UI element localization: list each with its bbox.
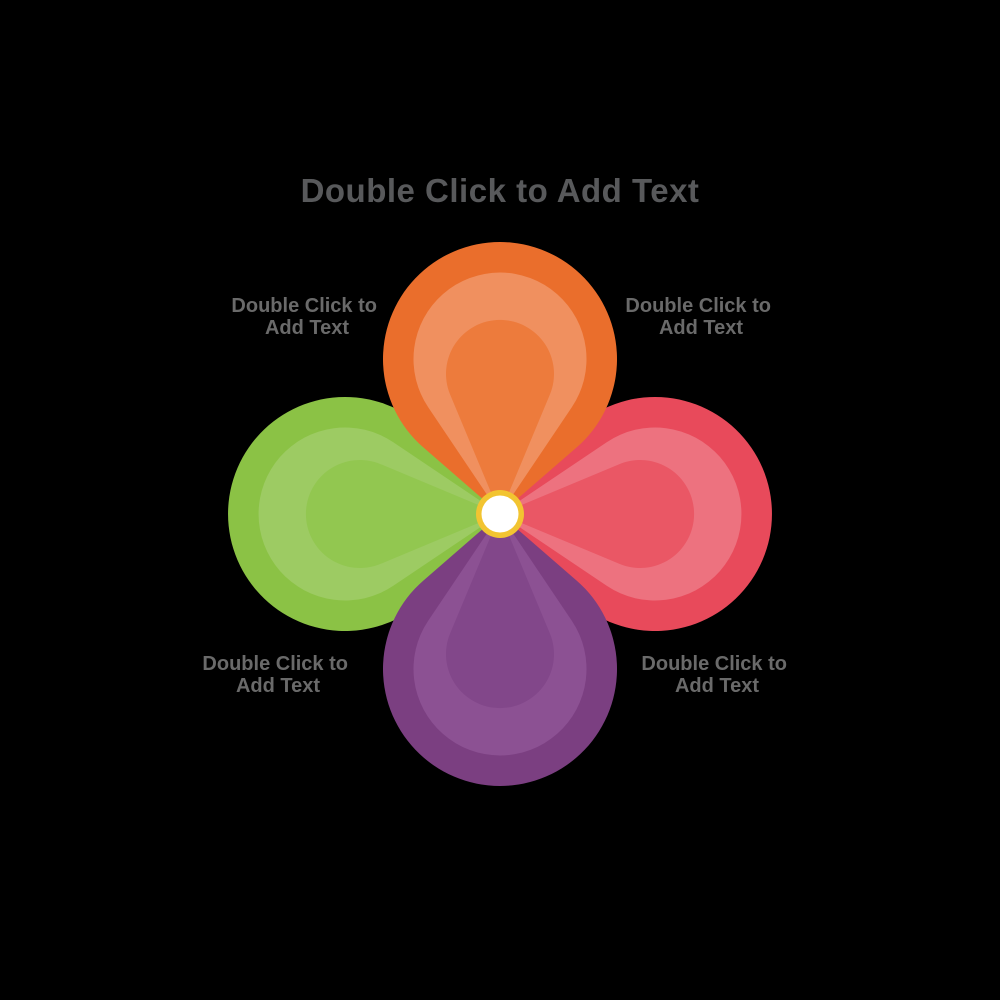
petal-left [228,397,500,631]
petal-label-bottom-left[interactable]: Double Click to Add Text [202,653,353,697]
petal-bottom-inner-shape[interactable] [446,514,554,709]
petal-label-bottom-left-line1: Double Click to [202,653,348,675]
petal-top-inner-shape[interactable] [446,319,554,514]
petal-right-inner-shape[interactable] [500,460,694,568]
petal-label-top-left[interactable]: Double Click to Add Text [231,295,382,339]
petal-left-inner-shape[interactable] [306,460,500,568]
petal-label-top-right-line1: Double Click to [625,295,771,317]
petal-label-bottom-left-line2: Add Text [236,675,320,697]
petal-label-bottom-right-line1: Double Click to [641,653,787,675]
petal-label-top-left-line2: Add Text [265,317,349,339]
center-badge-core[interactable] [481,495,519,533]
petal-right [500,397,772,631]
petal-top [383,242,617,514]
petal-label-bottom-right[interactable]: Double Click to Add Text [641,653,792,697]
petal-label-bottom-right-line2: Add Text [675,675,759,697]
petal-label-top-right-line2: Add Text [659,317,743,339]
petal-label-top-left-line1: Double Click to [231,295,377,317]
petal-bottom [383,514,617,786]
diagram-title[interactable]: Double Click to Add Text [301,172,700,209]
petal-label-top-right[interactable]: Double Click to Add Text [625,295,776,339]
